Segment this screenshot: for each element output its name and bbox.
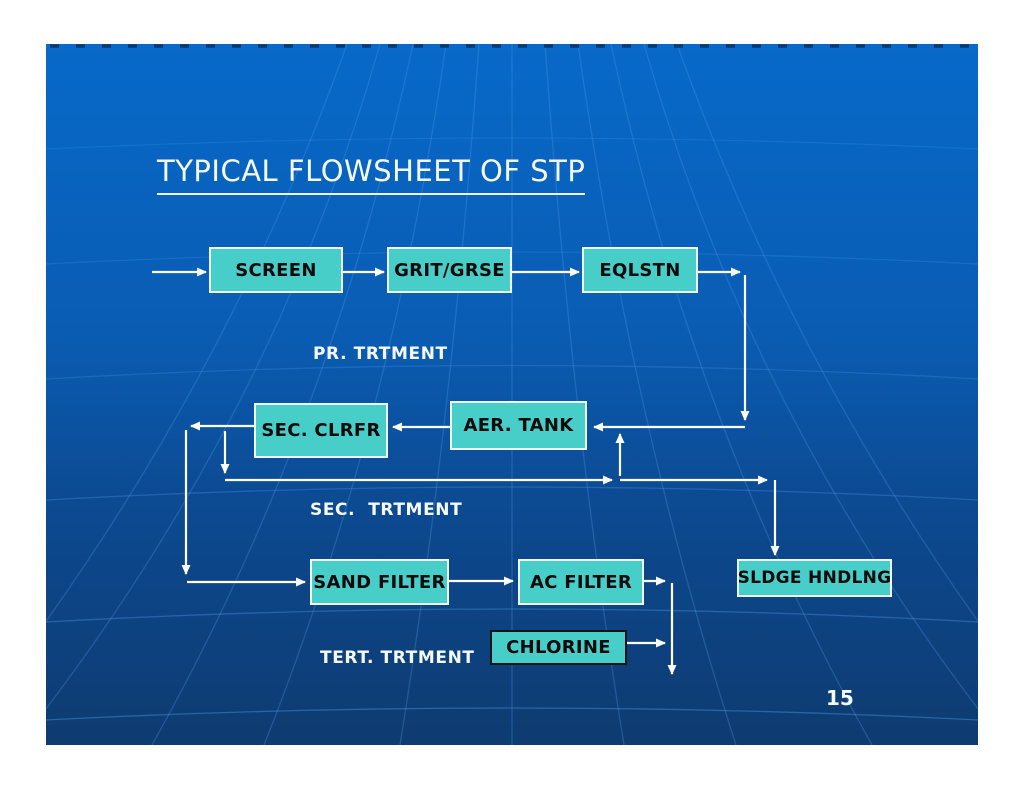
stage-label-secondary: SEC. TRTMENT [310,500,463,520]
flow-node-eqlstn: EQLSTN [582,247,698,293]
flow-arrows [152,267,780,675]
flow-node-aer-tank: AER. TANK [450,401,587,450]
flow-node-sec-clrfr: SEC. CLRFR [254,403,388,458]
flow-node-ac-filter: AC FILTER [518,559,644,605]
stage-label-tertiary: TERT. TRTMENT [320,648,475,668]
flow-node-sldge-hndlng: SLDGE HNDLNG [737,559,892,597]
slide-canvas: TYPICAL FLOWSHEET OF STP SCREEN GRIT/GRS… [46,44,978,745]
page-number: 15 [826,686,854,710]
stage-label-primary: PR. TRTMENT [313,344,448,364]
flow-node-sand-filter: SAND FILTER [310,559,449,605]
slide-title: TYPICAL FLOWSHEET OF STP [157,154,586,195]
flow-node-screen: SCREEN [209,247,343,293]
flow-node-grit-grse: GRIT/GRSE [387,247,512,293]
flow-node-chlorine: CHLORINE [490,630,627,665]
